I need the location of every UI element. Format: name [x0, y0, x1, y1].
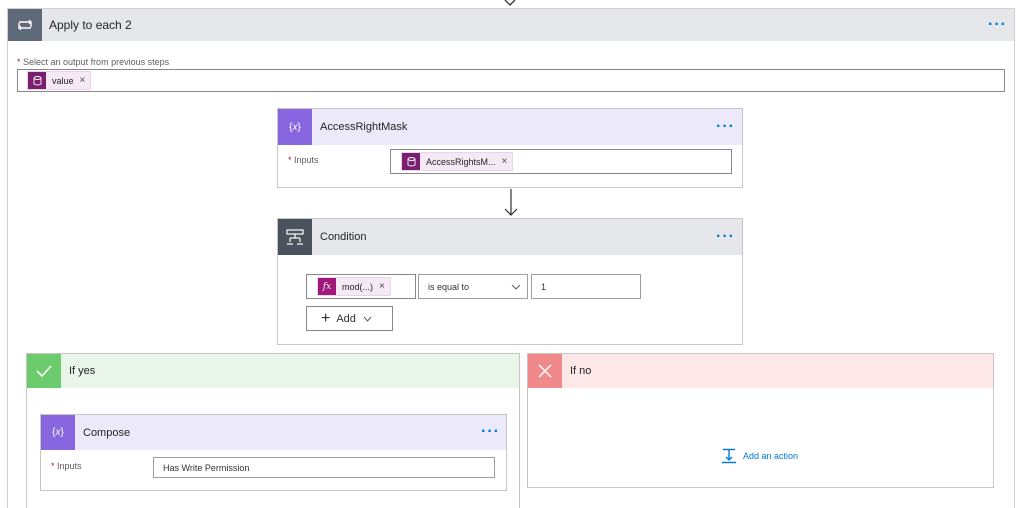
apply-to-each-header[interactable]: Apply to each 2 ··· [8, 9, 1014, 41]
remove-token-icon[interactable]: × [379, 281, 385, 292]
compose-inputs-field[interactable]: Has Write Permission [153, 457, 495, 478]
if-no-branch: If no Add an action [527, 353, 994, 488]
compose-title: Compose [83, 427, 131, 439]
if-no-title: If no [570, 365, 592, 377]
more-options-icon[interactable]: ··· [988, 16, 1007, 33]
more-options-icon[interactable]: ··· [716, 228, 735, 245]
if-yes-branch: If yes {x} Compose ··· * Inputs Has Writ… [26, 353, 520, 508]
compose-icon: {x} [278, 109, 312, 145]
access-rights-token[interactable]: AccessRightsM... × [401, 152, 514, 171]
remove-token-icon[interactable]: × [79, 75, 86, 86]
access-right-mask-card: {x} AccessRightMask ··· * Inputs AccessR… [277, 108, 743, 188]
condition-value: 1 [541, 282, 547, 292]
condition-left-operand[interactable]: fx mod(...) × [306, 274, 416, 299]
arrow-down-icon [504, 189, 518, 216]
compose-header[interactable]: {x} Compose ··· [41, 415, 506, 450]
access-right-mask-title: AccessRightMask [320, 121, 408, 133]
database-icon [402, 153, 420, 170]
select-output-input[interactable]: value × [17, 69, 1005, 92]
apply-to-each-title: Apply to each 2 [49, 18, 132, 32]
chevron-down-icon [363, 316, 372, 322]
select-output-label: * Select an output from previous steps [17, 57, 170, 67]
more-options-icon[interactable]: ··· [481, 423, 500, 440]
compose-icon: {x} [41, 415, 75, 450]
inputs-label: * Inputs [51, 461, 82, 471]
add-condition-button[interactable]: + Add [306, 306, 393, 331]
condition-right-operand[interactable]: 1 [531, 274, 641, 299]
checkmark-icon [27, 354, 61, 388]
loop-icon [8, 9, 42, 41]
condition-header[interactable]: Condition ··· [278, 219, 742, 255]
add-action-icon [722, 448, 736, 464]
add-label: Add [336, 312, 356, 325]
operator-select[interactable]: is equal to [418, 274, 528, 299]
close-icon [528, 354, 562, 388]
expression-token-label: mod(...) [342, 281, 374, 292]
arrow-down-icon [504, 0, 516, 6]
function-icon: fx [318, 278, 336, 295]
condition-title: Condition [320, 231, 367, 243]
plus-icon: + [321, 309, 331, 327]
access-mask-inputs-field[interactable]: AccessRightsM... × [390, 149, 732, 174]
operator-value: is equal to [428, 282, 470, 292]
add-an-action-label: Add an action [743, 451, 799, 461]
database-icon [28, 72, 46, 89]
more-options-icon[interactable]: ··· [716, 118, 735, 135]
inputs-label: * Inputs [288, 155, 319, 165]
if-yes-title: If yes [69, 365, 96, 377]
condition-card: Condition ··· fx mod(...) × is equal to … [277, 218, 743, 345]
access-right-mask-header[interactable]: {x} AccessRightMask ··· [278, 109, 742, 145]
compose-input-value: Has Write Permission [163, 463, 250, 473]
add-an-action-link[interactable]: Add an action [721, 448, 798, 464]
compose-card: {x} Compose ··· * Inputs Has Write Permi… [40, 414, 507, 491]
condition-icon [278, 219, 312, 255]
value-token-label: value [52, 75, 74, 86]
if-yes-header[interactable]: If yes [27, 354, 519, 388]
expression-token[interactable]: fx mod(...) × [317, 277, 391, 296]
remove-token-icon[interactable]: × [501, 156, 508, 167]
access-rights-token-label: AccessRightsM... [426, 156, 496, 167]
value-token[interactable]: value × [27, 71, 92, 90]
if-no-header[interactable]: If no [528, 354, 993, 388]
chevron-down-icon [511, 284, 521, 290]
